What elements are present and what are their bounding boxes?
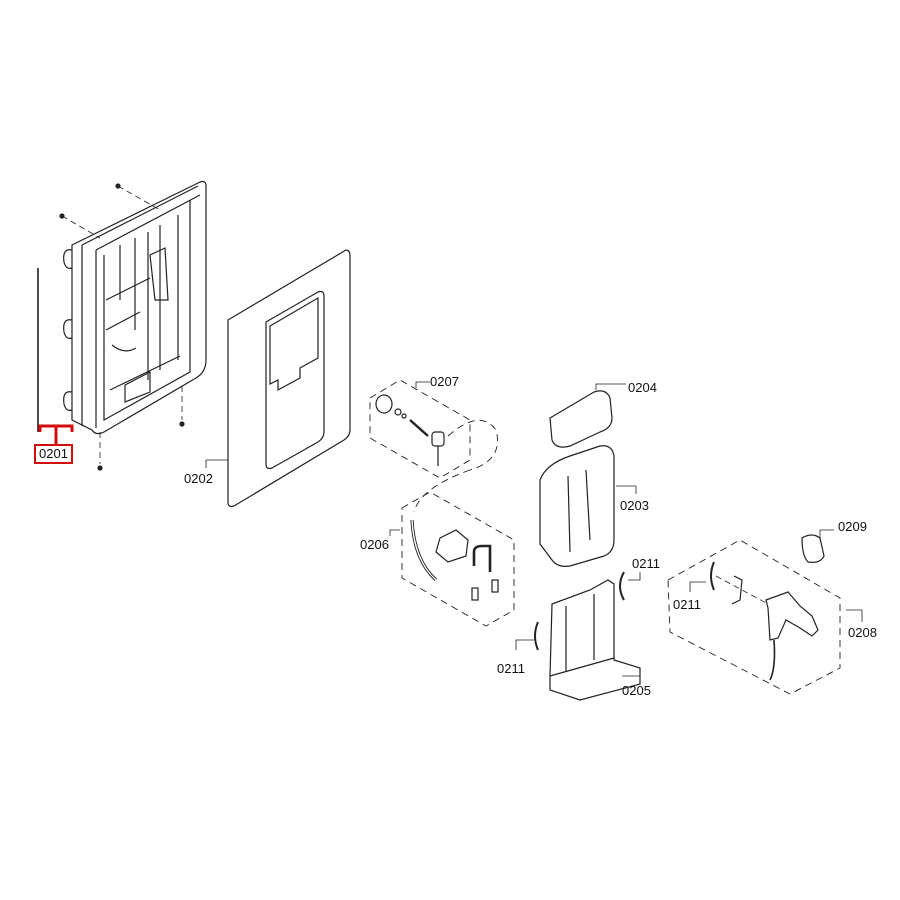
part-label-0207[interactable]: 0207 [430,374,459,389]
part-0205-base[interactable] [549,579,641,701]
part-label-0202[interactable]: 0202 [184,471,213,486]
part-0202-panel[interactable] [205,249,351,508]
part-label-0203[interactable]: 0203 [620,498,649,513]
part-0201-frame[interactable] [37,180,207,471]
part-0203-tank[interactable] [539,445,637,567]
part-0208-dispenser[interactable] [667,539,863,695]
label-0201-leader [38,424,74,444]
part-label-0211-b[interactable]: 0211 [497,661,525,676]
part-label-0206[interactable]: 0206 [360,537,389,552]
part-0206-sensor[interactable] [389,469,515,627]
part-label-0205[interactable]: 0205 [622,683,651,698]
part-0207-valve[interactable] [369,379,498,479]
part-label-0208[interactable]: 0208 [848,625,877,640]
part-0209-plug[interactable] [801,529,834,563]
part-0204-lid[interactable] [549,383,626,448]
part-label-0204[interactable]: 0204 [628,380,657,395]
part-label-0211-a[interactable]: 0211 [632,556,660,571]
part-0211-clip-a[interactable] [619,571,641,601]
part-label-0209[interactable]: 0209 [838,519,867,534]
part-0211-clip-b[interactable] [515,621,539,651]
part-label-0211-c[interactable]: 0211 [673,597,701,612]
part-label-0201[interactable]: 0201 [34,444,73,464]
